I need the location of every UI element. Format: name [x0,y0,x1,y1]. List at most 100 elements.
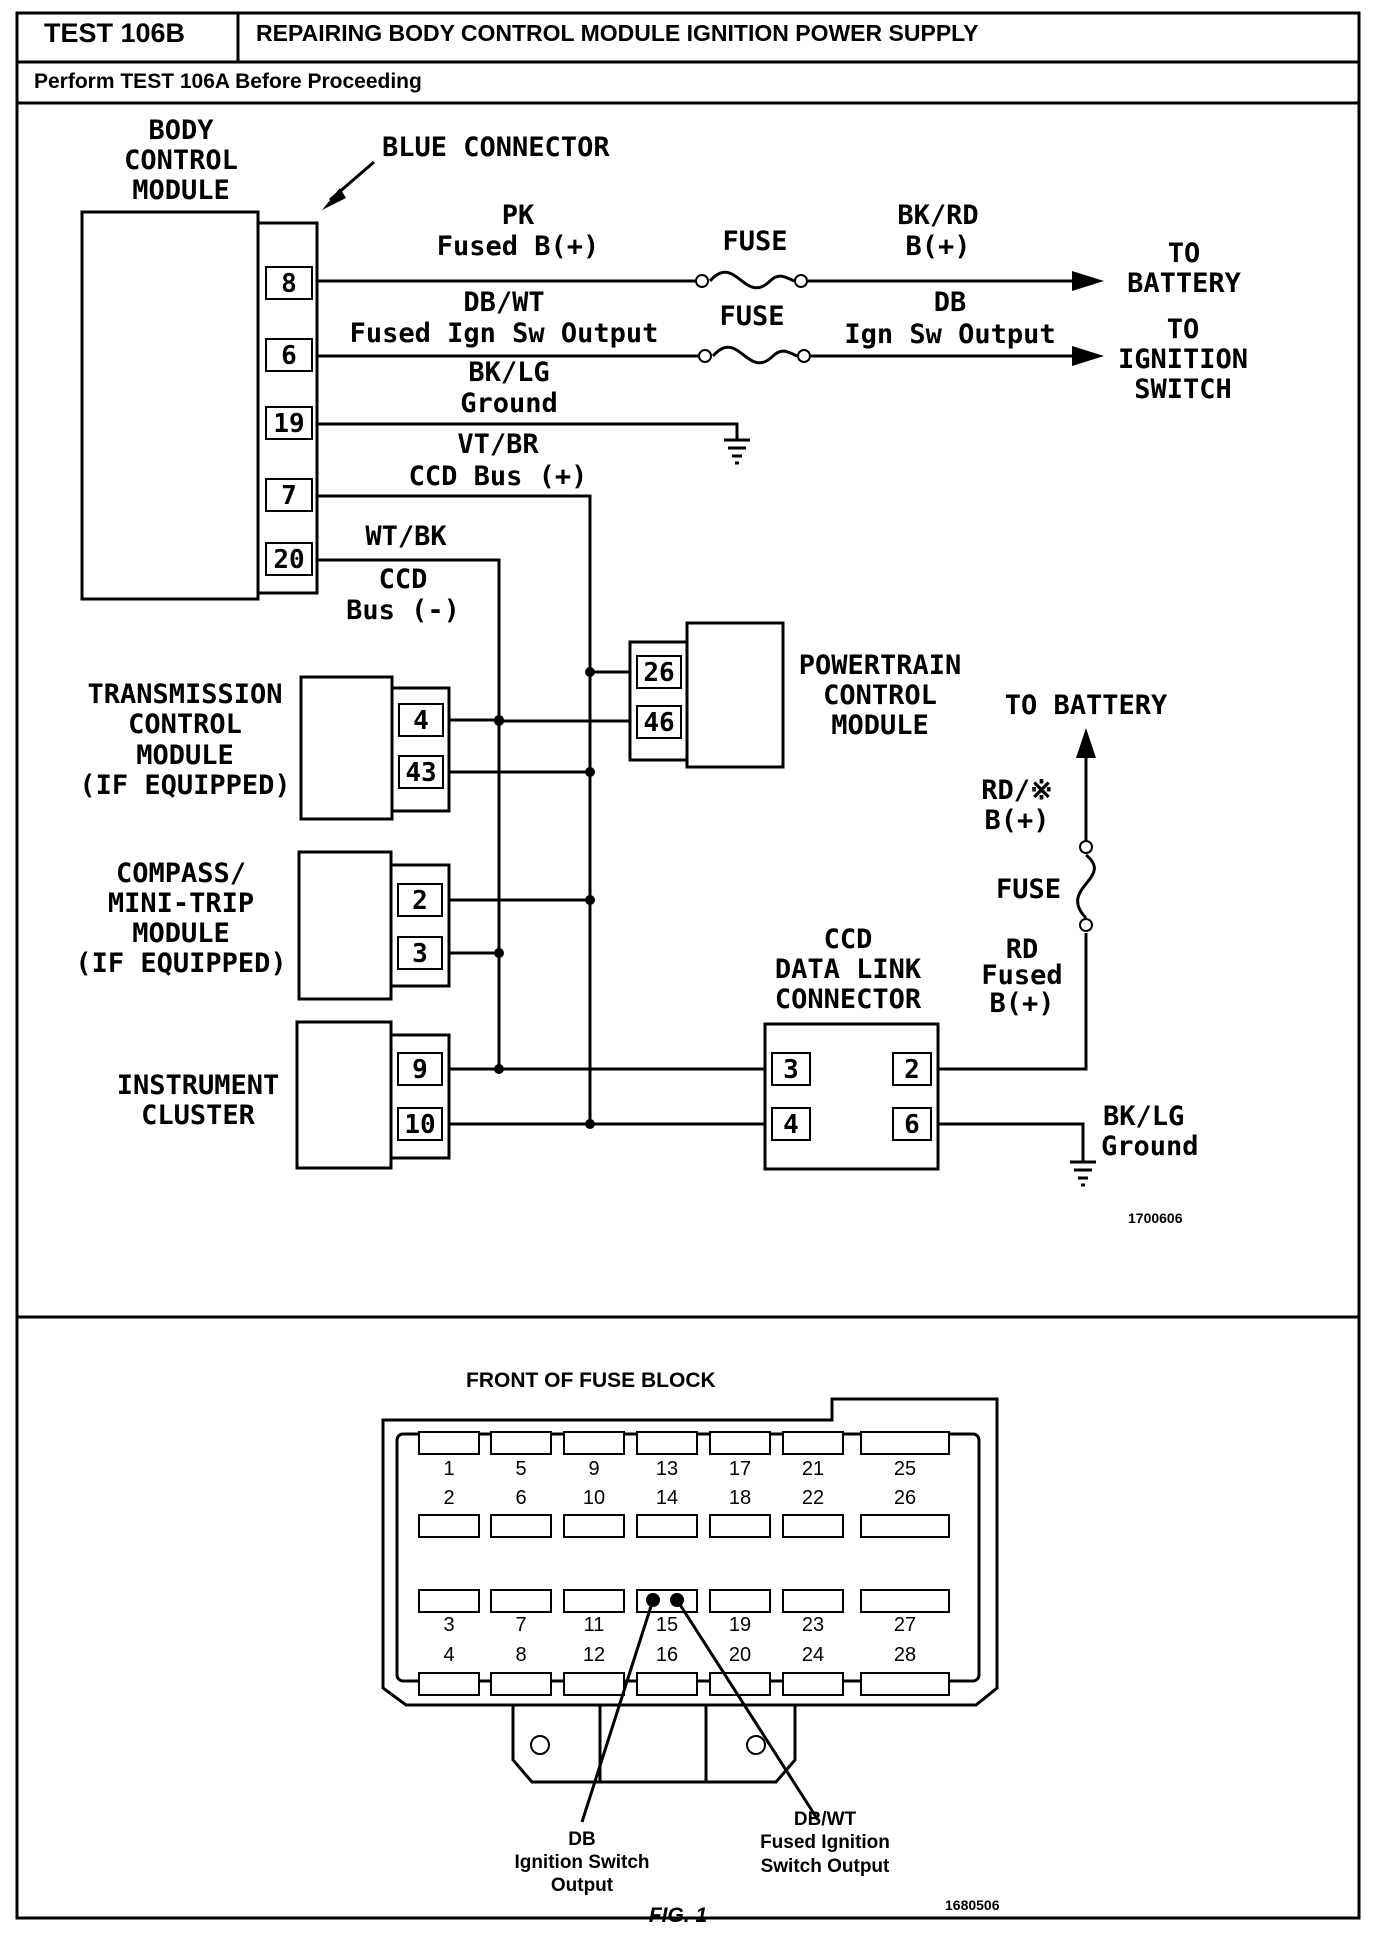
bcm-pins [265,266,313,576]
pcm-label-2: CONTROL [823,680,937,711]
fuse-slot [709,1589,771,1613]
fuse-number-label: 8 [515,1644,526,1666]
bcm-pin-8: 8 [281,269,297,299]
callout-db-3: Output [551,1875,614,1896]
dlc-label-2: DATA LINK [775,954,922,985]
fuse-slot [782,1431,844,1455]
fuse-slot [782,1589,844,1613]
fuse-block-housing [381,1397,999,1707]
fuse-slot [636,1589,698,1613]
wire-db-desc: Ign Sw Output [844,319,1055,350]
arrow-to-ignition [1072,346,1104,366]
fuse-slot [636,1431,698,1455]
to-battery-2: BATTERY [1127,268,1242,299]
dlc-label-3: CONNECTOR [775,984,922,1015]
dlc-pin-6: 6 [904,1110,920,1140]
pcm-label-1: POWERTRAIN [799,650,962,681]
fuse-number-label: 11 [584,1614,605,1636]
fuse-symbol-2 [711,345,798,365]
bcm-pin-20: 20 [273,545,304,575]
fuse-slot [418,1589,480,1613]
fuse-number-label: 20 [729,1644,751,1666]
wire-rdstar-color: RD/※ [981,775,1052,806]
fuse-slot [563,1672,625,1696]
compass-pin-2: 2 [412,886,428,916]
figure-label: FIG. 1 [649,1904,707,1927]
to-ignition-3: SWITCH [1134,374,1232,405]
fuse-number-label: 19 [729,1614,751,1636]
tcm-label-1: TRANSMISSION [87,679,282,710]
fuse-slot [860,1672,950,1696]
wire-rd-desc-1: Fused [981,960,1062,991]
fuse-block-code: 1680506 [945,1897,1000,1913]
fuse-number-label: 9 [588,1458,599,1480]
fuse-number-label: 2 [443,1487,454,1509]
schematic-code: 1700606 [1128,1210,1183,1226]
fuse-number-label: 10 [583,1487,605,1509]
pcm-label-3: MODULE [831,710,929,741]
wire-pk-desc: Fused B(+) [437,231,600,262]
wire-rdstar-desc: B(+) [984,805,1049,836]
compass-label-1: COMPASS/ [116,858,246,889]
fuse-slot [860,1431,950,1455]
test-id: TEST 106B [44,18,186,48]
fuse-number-label: 5 [515,1458,526,1480]
compass-label-2: MINI-TRIP [108,888,254,919]
pcm-pin-46: 46 [643,708,674,738]
fuse-block-title: FRONT OF FUSE BLOCK [466,1369,716,1392]
fuse-slot [418,1431,480,1455]
wire-ccd-minus-2: Bus (-) [346,595,460,626]
callout-dbwt-1: DB/WT [794,1809,857,1830]
fuse-number-label: 22 [802,1487,824,1509]
pcm-body [685,621,785,769]
ground-symbol-top [724,438,750,465]
fuse-number-label: 14 [656,1487,678,1509]
fuse-slot [709,1672,771,1696]
fuse-slot [860,1589,950,1613]
fuse-number-label: 4 [443,1644,454,1666]
compass-label-4: (IF EQUIPPED) [75,948,286,979]
fuse-symbol-1 [708,270,795,290]
fuse-slot [490,1589,552,1613]
fuse-number-label: 12 [583,1644,605,1666]
fuse-slot [636,1672,698,1696]
dlc-label-1: CCD [824,924,873,955]
wire-dbwt-color: DB/WT [463,287,544,318]
wire-bklg-desc: Ground [460,388,558,419]
compass-pin-3: 3 [412,939,428,969]
bcm-label-3: MODULE [132,175,230,206]
arrow-to-battery [1072,271,1104,291]
wire-bklg-ground [318,422,739,440]
fuse-slot [490,1514,552,1538]
callout-dbwt-2: Fused Ignition [760,1832,890,1853]
fuse-label-3: FUSE [996,874,1061,905]
tcm-pin-4: 4 [413,706,429,736]
wire-rd-fused-b [938,933,1088,1071]
bcm-pin-6: 6 [281,341,297,371]
bcm-pin-19: 19 [273,409,304,439]
dlc-pin-2: 2 [904,1055,920,1085]
fuse-number-label: 15 [656,1614,678,1636]
wire-ccd-minus-1: CCD [379,564,428,595]
fuse-number-label: 16 [656,1644,678,1666]
wire-bkrd-desc: B(+) [905,231,970,262]
bcm-pin-7: 7 [281,481,297,511]
cluster-label-2: CLUSTER [141,1100,256,1131]
wire-rd-desc-2: B(+) [989,988,1054,1019]
to-battery-right: TO BATTERY [1005,690,1168,721]
fuse-number-label: 1 [443,1458,454,1480]
to-ignition-1: TO [1167,314,1200,345]
fuse-slot [418,1514,480,1538]
fuse-slot [490,1431,552,1455]
fuse-slot [490,1672,552,1696]
tcm-body [299,675,394,821]
fuse-number-label: 25 [894,1458,916,1480]
fuse-slot [563,1431,625,1455]
bcm-label-1: BODY [148,115,214,146]
fuse-slot [782,1514,844,1538]
fuse-slot [860,1514,950,1538]
bcm-label-2: CONTROL [124,145,238,176]
